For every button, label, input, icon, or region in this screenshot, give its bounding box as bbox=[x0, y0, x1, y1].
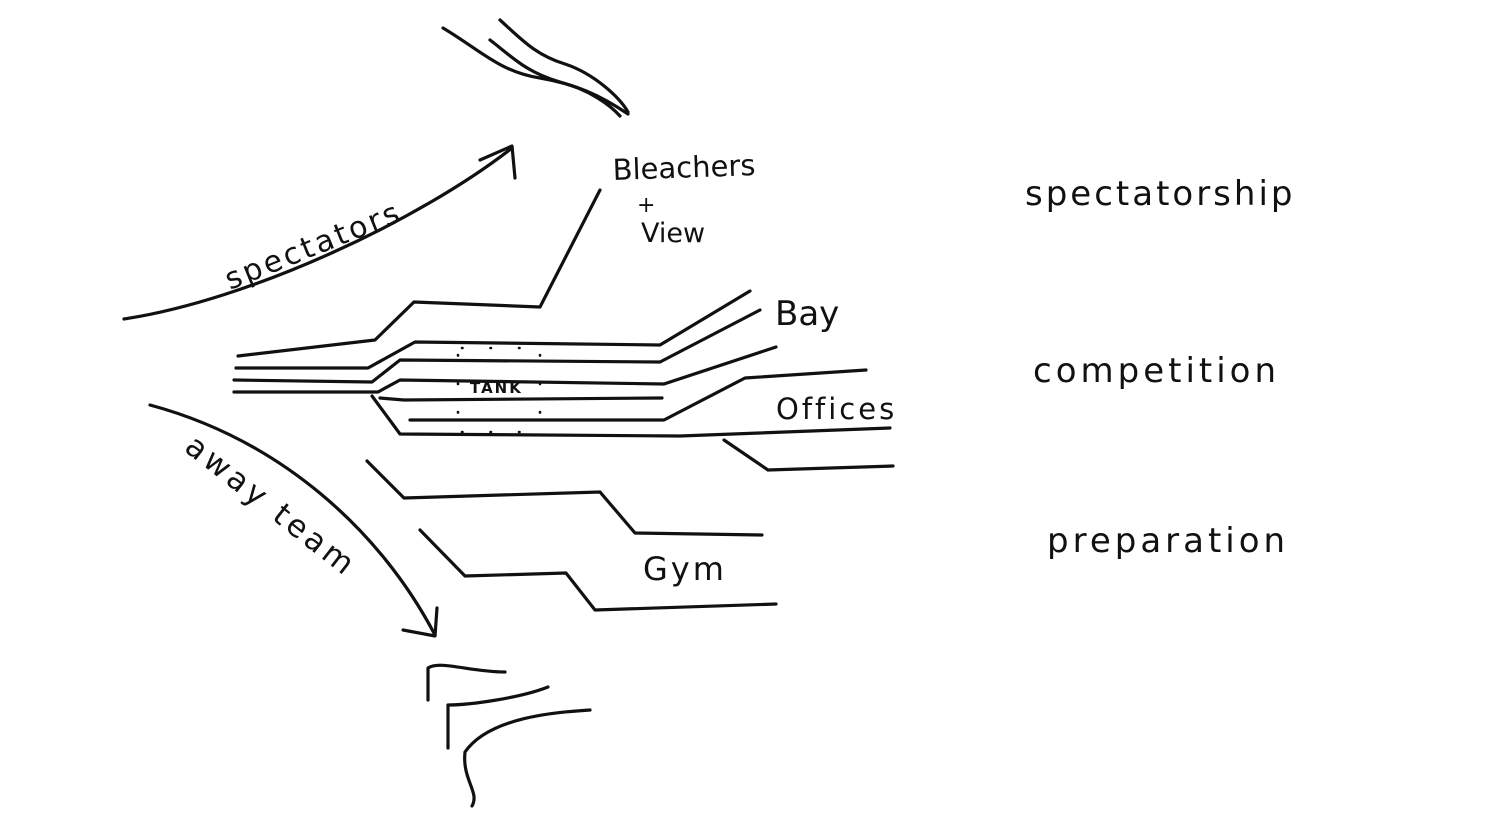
zone-competition-label: competition bbox=[1033, 351, 1280, 391]
gym-lines bbox=[365, 459, 778, 612]
tank-lines bbox=[232, 289, 892, 438]
gym-label: Gym bbox=[643, 550, 727, 588]
bleachers-plus-label: + bbox=[637, 193, 655, 218]
bay-label: Bay bbox=[775, 294, 839, 334]
offices-label: Offices bbox=[776, 392, 897, 426]
offices-lower-line bbox=[722, 438, 895, 472]
zone-preparation-label: preparation bbox=[1047, 521, 1289, 561]
view-label: View bbox=[641, 218, 705, 249]
bleachers-connector-line bbox=[236, 188, 602, 358]
bleachers-label: Bleachers bbox=[612, 148, 756, 187]
spectators-arrow bbox=[122, 144, 517, 321]
tank-dotted-outline bbox=[456, 346, 542, 434]
bottom-squiggle-lines bbox=[426, 663, 592, 808]
away-team-arrow bbox=[148, 403, 439, 638]
spectators-flow-label: spectators bbox=[220, 195, 407, 298]
top-squiggle-lines bbox=[441, 18, 630, 118]
zone-spectatorship-label: spectatorship bbox=[1025, 174, 1295, 214]
tank-label: TANK bbox=[470, 379, 523, 397]
